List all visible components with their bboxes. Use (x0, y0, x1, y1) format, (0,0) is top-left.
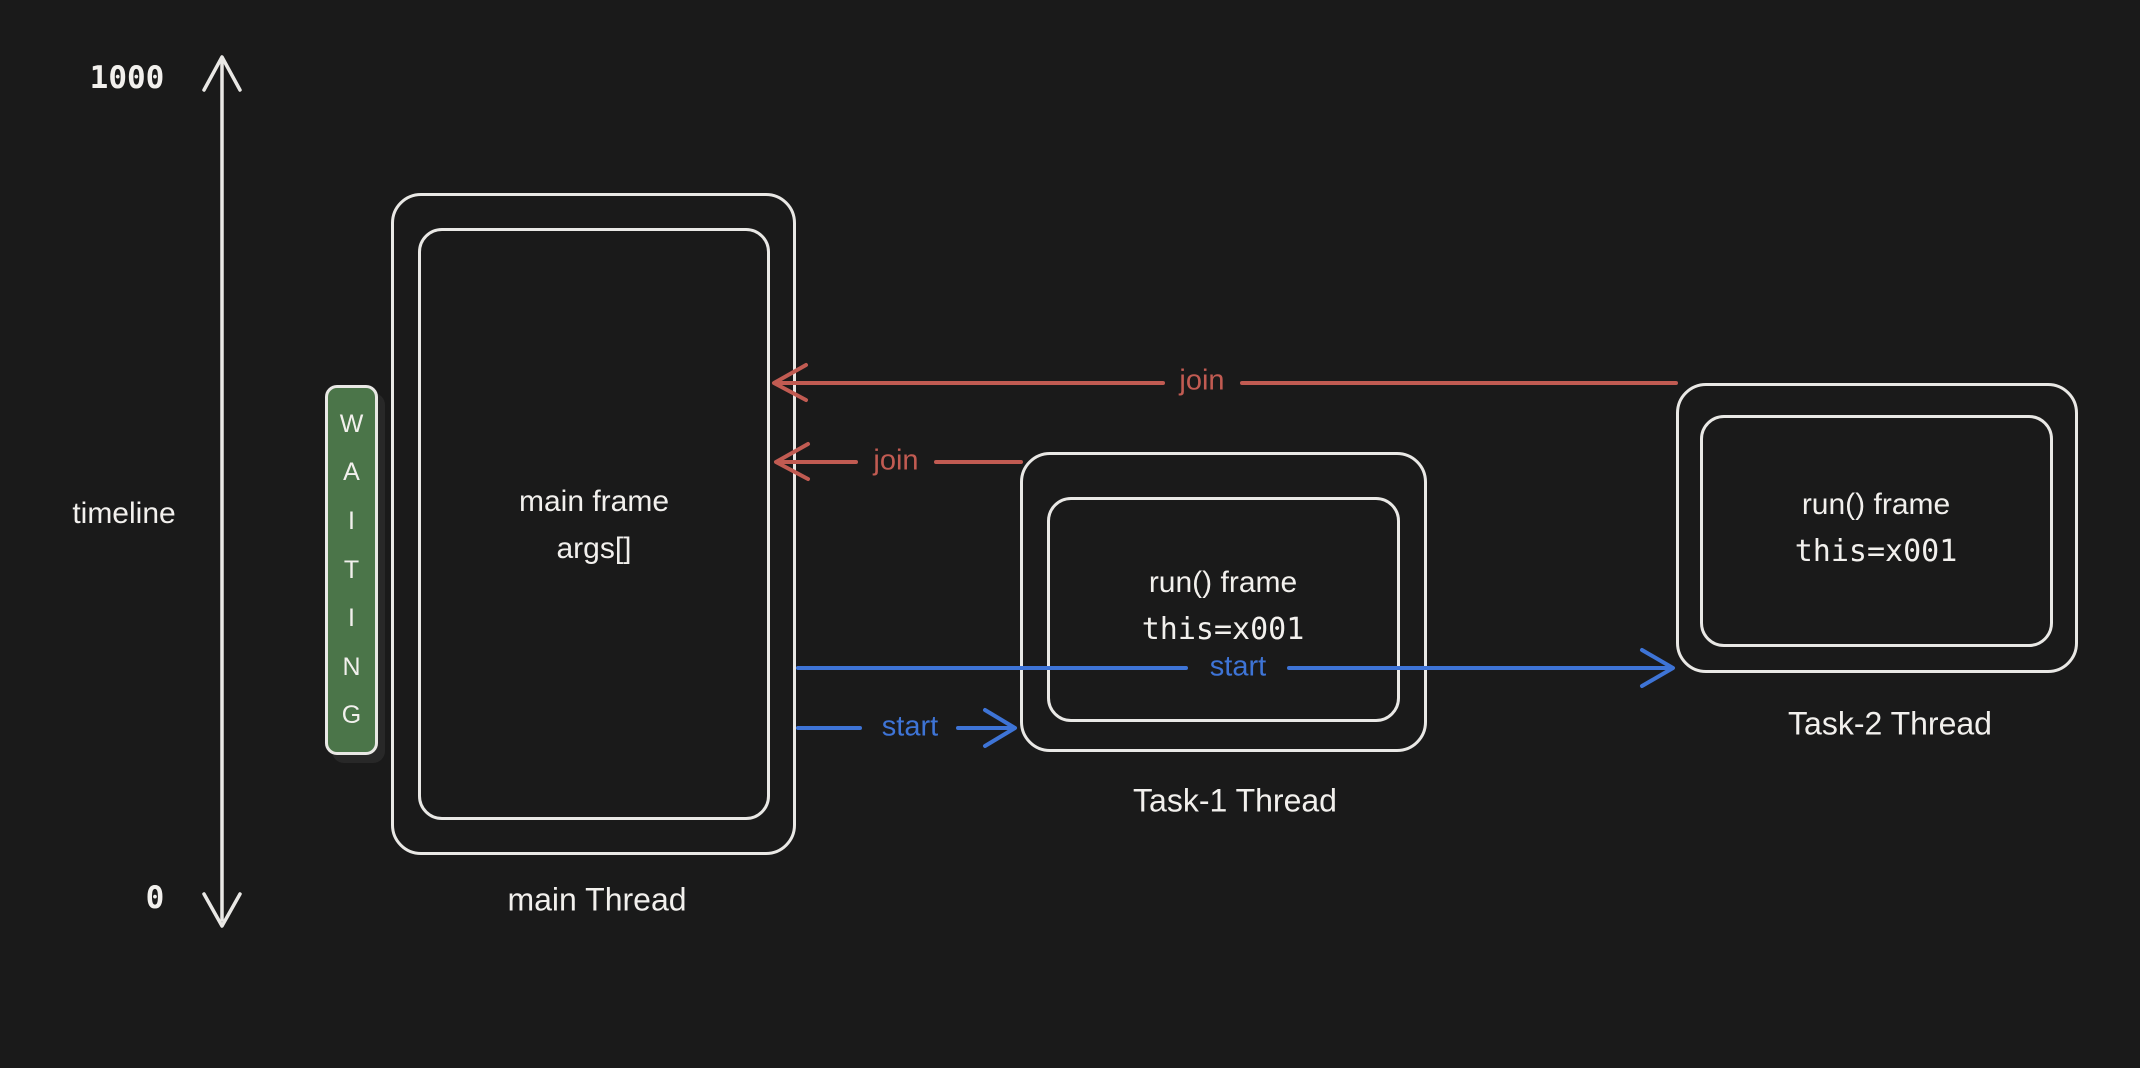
main-thread-outer-box (391, 193, 796, 855)
task2-thread-label: Task-2 Thread (1788, 705, 1992, 742)
start-task1-arrowhead-icon (983, 708, 1017, 748)
task1-frame-line2: this=x001 (1141, 612, 1305, 647)
task1-frame-text: run() frame this=x001 (1142, 559, 1305, 653)
task2-frame-text: run() frame this=x001 (1795, 481, 1958, 575)
task2-frame-line1: run() frame (1801, 488, 1951, 521)
timeline-top-value: 1000 (89, 60, 165, 96)
start-task2-label: start (1209, 650, 1267, 683)
join-arrow-from-task2 (772, 363, 1678, 402)
task2-frame-line2: this=x001 (1794, 534, 1958, 569)
main-frame-line1: main frame (518, 485, 670, 518)
main-frame-line2: args[] (556, 532, 632, 565)
start-task2-arrowhead-icon (1640, 648, 1675, 688)
join-task1-label: join (873, 444, 919, 477)
main-thread-label: main Thread (507, 881, 687, 918)
join-task2-label: join (1179, 364, 1225, 397)
timeline-down-arrowhead-icon (202, 892, 242, 928)
task1-frame-line1: run() frame (1148, 566, 1298, 599)
main-frame-inner-box (418, 228, 770, 820)
timeline-bottom-value: 0 (145, 880, 165, 916)
timeline-axis-label: timeline (72, 497, 176, 530)
timeline-axis-arrow (202, 55, 242, 928)
task1-thread-outer-box (1020, 452, 1427, 752)
task1-frame-inner-box (1047, 497, 1400, 722)
task2-thread-outer-box (1676, 383, 2078, 673)
timeline-up-arrowhead-icon (202, 55, 242, 92)
main-frame-text: main frame args[] (519, 478, 669, 572)
task1-thread-label: Task-1 Thread (1133, 782, 1337, 819)
task2-frame-inner-box (1700, 415, 2053, 647)
start-task1-label: start (881, 710, 939, 743)
